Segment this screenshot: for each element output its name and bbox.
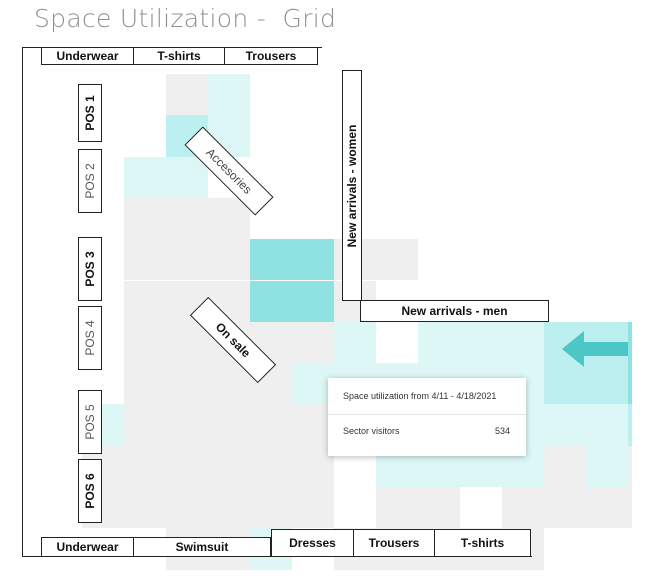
heatmap-cell[interactable]: [166, 239, 208, 281]
heatmap-cell[interactable]: [208, 239, 250, 281]
pos-6[interactable]: POS 6: [78, 459, 102, 523]
heatmap-cell[interactable]: [628, 363, 632, 405]
heatmap-cell[interactable]: [250, 445, 292, 487]
heatmap-cell[interactable]: [208, 363, 250, 405]
top-section-underwear[interactable]: Underwear: [41, 47, 134, 65]
heatmap-cell[interactable]: [250, 487, 292, 529]
heatmap-cell[interactable]: [166, 363, 208, 405]
frame-left-wall: [22, 47, 24, 557]
heatmap-cell[interactable]: [418, 487, 460, 529]
heatmap-cell[interactable]: [586, 445, 628, 487]
heatmap-cell[interactable]: [334, 321, 376, 364]
heatmap-cell[interactable]: [292, 280, 334, 322]
bottom-section-tshirts[interactable]: T-shirts: [434, 529, 531, 557]
heatmap-cell[interactable]: [166, 156, 208, 198]
top-section-trousers[interactable]: Trousers: [224, 47, 318, 65]
heatmap-cell[interactable]: [250, 404, 292, 446]
heatmap-cell[interactable]: [586, 404, 628, 446]
heatmap-cell[interactable]: [124, 445, 166, 487]
tooltip-title: Space utilization from 4/11 - 4/18/2021: [343, 391, 497, 401]
tooltip-metric-label: Sector visitors: [343, 426, 400, 436]
heatmap-cell[interactable]: [460, 321, 502, 364]
heatmap-cell[interactable]: [376, 487, 418, 529]
page-title: Space Utilization - Grid: [34, 4, 337, 33]
top-section-tshirts[interactable]: T-shirts: [133, 47, 225, 65]
pos-1[interactable]: POS 1: [78, 84, 102, 142]
heatmap-cell[interactable]: [250, 239, 292, 281]
heatmap-cell[interactable]: [292, 239, 334, 281]
heatmap-cell[interactable]: [166, 404, 208, 446]
heatmap-cell[interactable]: [124, 363, 166, 405]
heatmap-cell[interactable]: [628, 487, 632, 529]
heatmap-cell[interactable]: [376, 239, 418, 281]
heatmap-cell[interactable]: [208, 487, 250, 529]
heatmap-cell[interactable]: [628, 404, 632, 446]
heatmap-cell[interactable]: [166, 321, 208, 364]
heatmap-cell[interactable]: [586, 363, 628, 405]
heatmap-cell[interactable]: [292, 445, 334, 487]
pos-5[interactable]: POS 5: [78, 390, 102, 454]
heatmap-cell[interactable]: [208, 445, 250, 487]
heatmap-cell[interactable]: [292, 487, 334, 529]
heatmap-cell[interactable]: [418, 321, 460, 364]
heatmap-cell[interactable]: [124, 239, 166, 281]
tooltip-metric-value: 534: [494, 426, 510, 436]
bottom-section-trousers[interactable]: Trousers: [353, 529, 435, 557]
heatmap-cell[interactable]: [124, 156, 166, 198]
bottom-section-underwear[interactable]: Underwear: [41, 537, 134, 557]
heatmap-cell[interactable]: [208, 74, 250, 116]
heatmap-cell[interactable]: [292, 363, 334, 405]
heatmap-cell[interactable]: [628, 321, 632, 364]
heatmap-cell[interactable]: [544, 363, 586, 405]
heatmap-cell[interactable]: [544, 404, 586, 446]
tooltip-divider: [328, 414, 526, 415]
heatmap-cell[interactable]: [502, 321, 544, 364]
heatmap-cell[interactable]: [166, 74, 208, 116]
heatmap-cell[interactable]: [166, 487, 208, 529]
zone-new-arrivals-women[interactable]: New arrivals - women: [342, 70, 362, 301]
heatmap-cell[interactable]: [166, 197, 208, 240]
heatmap-cell[interactable]: [124, 487, 166, 529]
bottom-section-swimsuit[interactable]: Swimsuit: [133, 537, 271, 557]
heatmap-cell[interactable]: [544, 487, 586, 529]
heatmap-cell[interactable]: [292, 321, 334, 364]
heatmap-cell[interactable]: [166, 445, 208, 487]
heatmap-cell[interactable]: [292, 404, 334, 446]
heatmap-cell[interactable]: [502, 487, 544, 529]
heatmap-cell[interactable]: [628, 445, 632, 487]
pos-3[interactable]: POS 3: [78, 237, 102, 301]
utilization-tooltip: Space utilization from 4/11 - 4/18/2021 …: [328, 378, 526, 456]
pos-2[interactable]: POS 2: [78, 149, 102, 213]
zone-new-arrivals-men[interactable]: New arrivals - men: [360, 300, 549, 322]
heatmap-cell[interactable]: [208, 404, 250, 446]
arrow-left-icon: [562, 331, 628, 367]
heatmap-cell[interactable]: [124, 280, 166, 322]
heatmap-cell[interactable]: [124, 197, 166, 240]
heatmap-cell[interactable]: [544, 445, 586, 487]
heatmap-cell[interactable]: [208, 197, 250, 240]
pos-4[interactable]: POS 4: [78, 306, 102, 370]
heatmap-cell[interactable]: [124, 404, 166, 446]
heatmap-cell[interactable]: [250, 280, 292, 322]
heatmap-cell[interactable]: [124, 321, 166, 364]
bottom-section-dresses[interactable]: Dresses: [271, 529, 354, 557]
heatmap-cell[interactable]: [586, 487, 628, 529]
